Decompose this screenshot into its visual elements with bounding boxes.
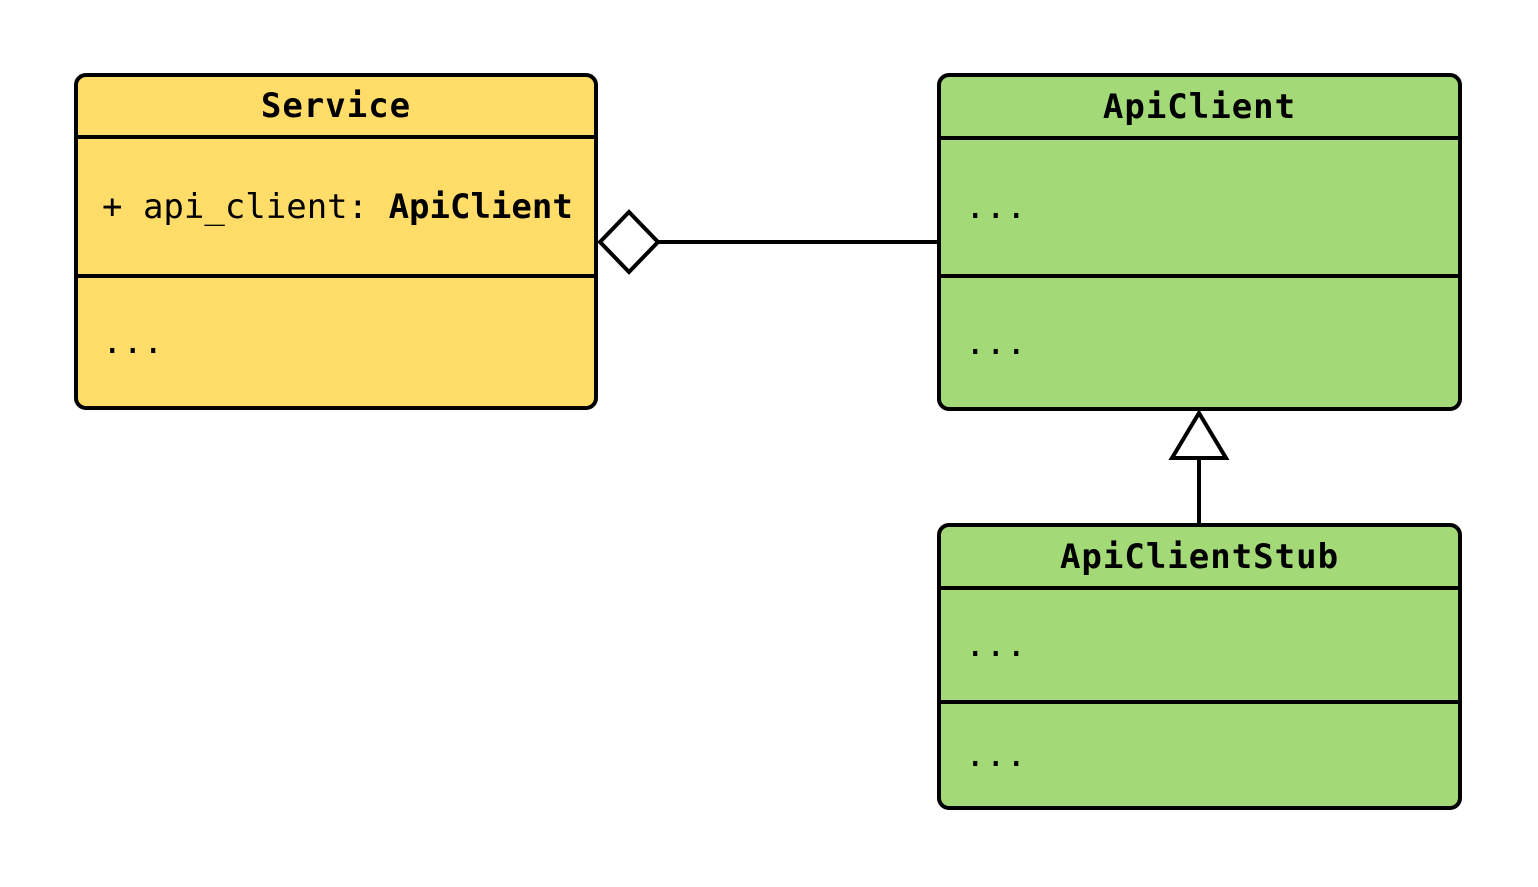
aggregation-diamond-icon bbox=[597, 209, 661, 275]
class-attributes-service: + api_client: ApiClient bbox=[78, 139, 594, 278]
class-box-service: Service + api_client: ApiClient ... bbox=[74, 73, 598, 410]
class-title-service: Service bbox=[78, 77, 594, 139]
class-title-api-client: ApiClient bbox=[941, 77, 1458, 140]
attribute-name-label: + api_client: bbox=[102, 186, 389, 227]
class-methods-api-client-stub: ... bbox=[965, 735, 1027, 775]
class-box-api-client: ApiClient ... ... bbox=[937, 73, 1462, 411]
class-attributes-api-client-stub: ... bbox=[941, 590, 1458, 704]
inheritance-triangle-icon bbox=[1168, 409, 1230, 460]
class-attributes-api-client: ... bbox=[941, 140, 1458, 278]
class-box-api-client-stub: ApiClientStub ... ... bbox=[937, 523, 1462, 810]
class-methods-api-client: ... bbox=[965, 322, 1027, 363]
attribute-type-label: ApiClient bbox=[388, 186, 573, 227]
class-methods-service: ... bbox=[102, 322, 164, 362]
class-title-api-client-stub: ApiClientStub bbox=[941, 527, 1458, 590]
